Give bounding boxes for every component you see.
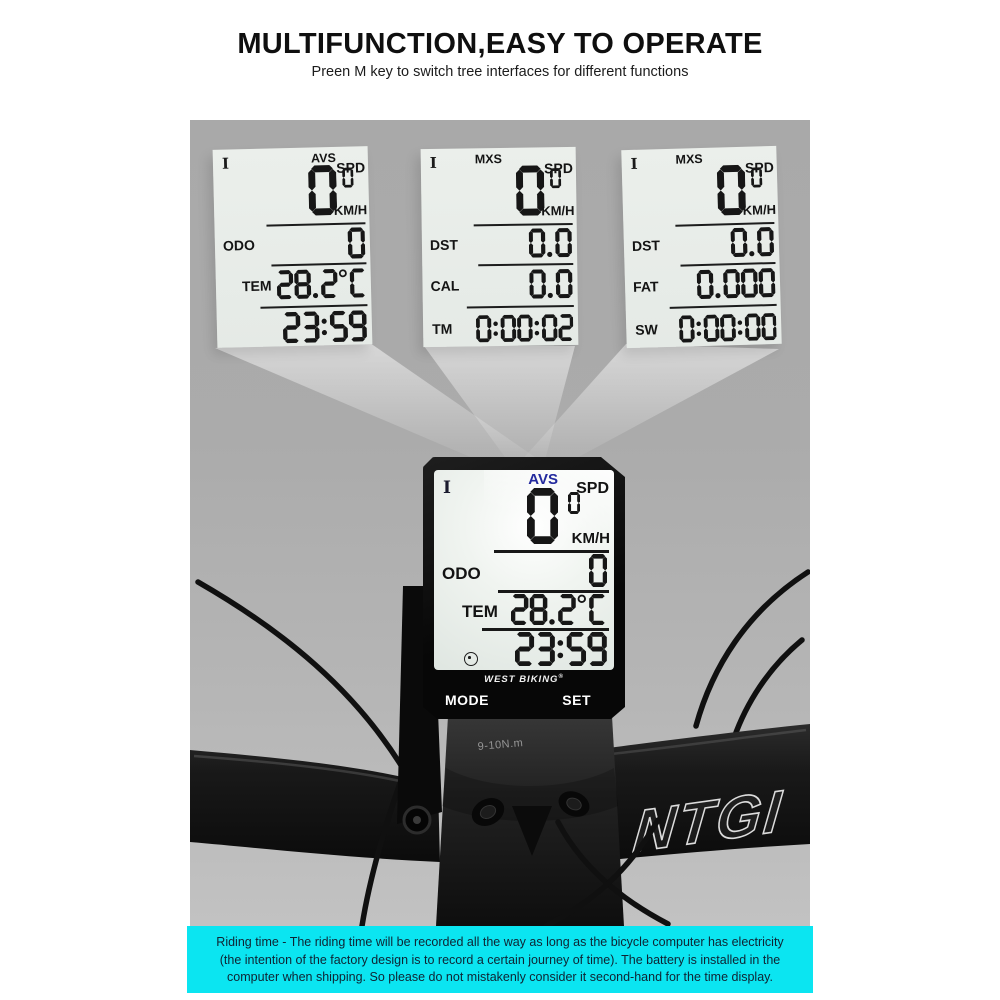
row-value-dst bbox=[529, 227, 573, 258]
projection-beams-icon bbox=[215, 343, 779, 468]
footer-note: Riding time - The riding time will be re… bbox=[187, 926, 813, 993]
row-value-sw bbox=[678, 312, 777, 343]
brake-cables bbox=[195, 569, 810, 773]
row-value-tm bbox=[475, 313, 574, 343]
speed-unit: KM/H bbox=[571, 530, 610, 547]
row-value-tem bbox=[511, 594, 607, 625]
set-button: SET bbox=[562, 692, 591, 708]
speed-value bbox=[308, 164, 338, 216]
bike-computer-device: I AVS SPD KM/H ODO TEM WEST BIKING® MODE… bbox=[423, 457, 625, 719]
handlebar-right bbox=[608, 724, 810, 860]
footer-line: computer when shipping. So please do not… bbox=[227, 970, 773, 984]
avs-label: AVS bbox=[528, 471, 558, 488]
mode-button: MODE bbox=[445, 692, 489, 708]
device-buttons: MODE SET bbox=[423, 692, 625, 708]
footer-line: (the intention of the factory design is … bbox=[219, 952, 781, 967]
speed-sub-value bbox=[341, 167, 354, 188]
row-value-dst bbox=[730, 226, 775, 258]
torque-marking: 9-10N.m bbox=[477, 737, 524, 753]
page-subtitle: Preen M key to switch tree interfaces fo… bbox=[311, 64, 689, 80]
row-value-cal bbox=[529, 268, 573, 299]
photo-stage: I AVS SPD KM/H ODO TEM I MXS SPD KM/H DS… bbox=[190, 120, 810, 926]
registered-mark: ® bbox=[558, 674, 564, 680]
clock-value bbox=[283, 310, 368, 344]
lower-cables bbox=[359, 769, 671, 926]
speed-sub-value bbox=[750, 167, 763, 188]
bike-photo: NTGI 9-10N.m bbox=[190, 569, 810, 926]
divider bbox=[498, 590, 609, 593]
brand-name: WEST BIKING bbox=[484, 674, 559, 686]
lcd-screen-3: I MXS SPD KM/H DST FAT SW bbox=[621, 145, 782, 349]
speed-value bbox=[516, 165, 545, 216]
divider bbox=[482, 628, 609, 631]
page-title: MULTIFUNCTION,EASY TO OPERATE bbox=[237, 28, 763, 60]
speed-sub-value bbox=[549, 168, 562, 189]
handlebar-highlight bbox=[611, 728, 807, 756]
footer-line: Riding time - The riding time will be re… bbox=[216, 935, 784, 949]
divider bbox=[494, 550, 609, 553]
screen-page-indicator: I bbox=[443, 478, 451, 498]
screen-glare bbox=[484, 470, 614, 565]
clock-ring-icon bbox=[464, 652, 478, 666]
speed-sub-value bbox=[568, 492, 580, 514]
row-value-odo bbox=[347, 227, 366, 259]
row-label-tem: TEM bbox=[462, 602, 498, 621]
speed-value bbox=[716, 164, 747, 216]
spd-label: SPD bbox=[576, 480, 609, 497]
row-label-odo: ODO bbox=[442, 564, 481, 583]
device-lcd-screen: I AVS SPD KM/H ODO TEM bbox=[434, 470, 614, 670]
brand-logo: WEST BIKING® bbox=[423, 674, 625, 685]
row-value-tem bbox=[276, 268, 366, 300]
clock-value bbox=[515, 632, 607, 666]
lcd-screen-2: I MXS SPD KM/H DST CAL TM bbox=[420, 146, 579, 348]
lcd-screen-1: I AVS SPD KM/H ODO TEM bbox=[212, 146, 373, 348]
row-value-fat bbox=[696, 267, 776, 300]
stem-bolt-hole bbox=[471, 798, 505, 826]
handlebar-left bbox=[190, 750, 440, 862]
stem-bolt-hole bbox=[558, 791, 590, 817]
speed-value bbox=[527, 488, 558, 544]
stem-notch bbox=[512, 806, 552, 856]
row-value-odo bbox=[589, 554, 607, 587]
